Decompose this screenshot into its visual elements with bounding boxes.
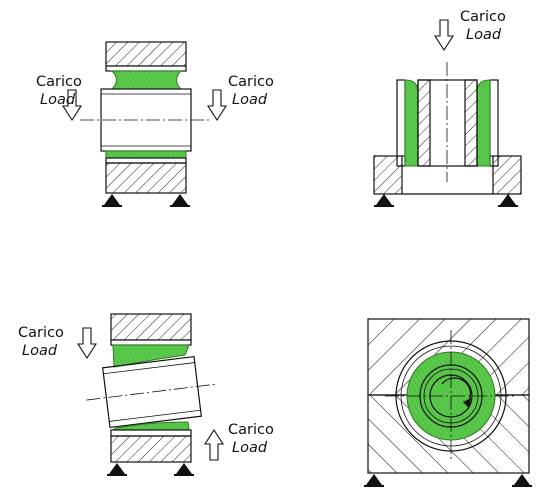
hollow-arrow-icon (203, 428, 225, 461)
rubber-bottom (111, 421, 190, 431)
load-label-en: Load (232, 440, 268, 456)
panel-radial-load: Carico Load Carico Load (36, 41, 274, 207)
load-label-en: Load (232, 92, 268, 108)
triangle-support-icon (102, 194, 122, 207)
panel-axial-load: Carico Load (373, 9, 522, 207)
triangle-support-icon (512, 474, 532, 487)
load-label-it: Carico (36, 74, 82, 90)
panel-torsion (364, 318, 532, 487)
triangle-support-icon (374, 194, 394, 207)
top-housing (105, 41, 187, 67)
load-label-it: Carico (460, 9, 506, 25)
bottom-housing (110, 435, 192, 463)
hollow-arrow-icon (77, 327, 97, 359)
triangle-support-icon (107, 463, 127, 476)
load-label-en: Load (466, 27, 502, 43)
base-housing-left (373, 155, 403, 195)
hollow-arrow-icon (207, 89, 227, 121)
panel-tilted-load: Carico Load Carico Load (18, 313, 274, 476)
triangle-support-icon (174, 463, 194, 476)
base-housing-right (492, 155, 522, 195)
load-label-it: Carico (228, 422, 274, 438)
triangle-support-icon (364, 474, 384, 487)
rubber-top (110, 70, 183, 90)
top-housing (110, 313, 192, 341)
rubber-right (476, 79, 491, 167)
load-label-it: Carico (18, 325, 64, 341)
rotation-arrow-icon (441, 377, 472, 408)
load-label-en: Load (22, 343, 58, 359)
triangle-support-icon (170, 194, 190, 207)
load-label-it: Carico (228, 74, 274, 90)
triangle-support-icon (498, 194, 518, 207)
rubber-left (404, 79, 419, 167)
load-label-en: Load (40, 92, 76, 108)
hollow-arrow-icon (434, 19, 454, 51)
bottom-housing (105, 162, 187, 194)
rubber-top (112, 344, 190, 368)
